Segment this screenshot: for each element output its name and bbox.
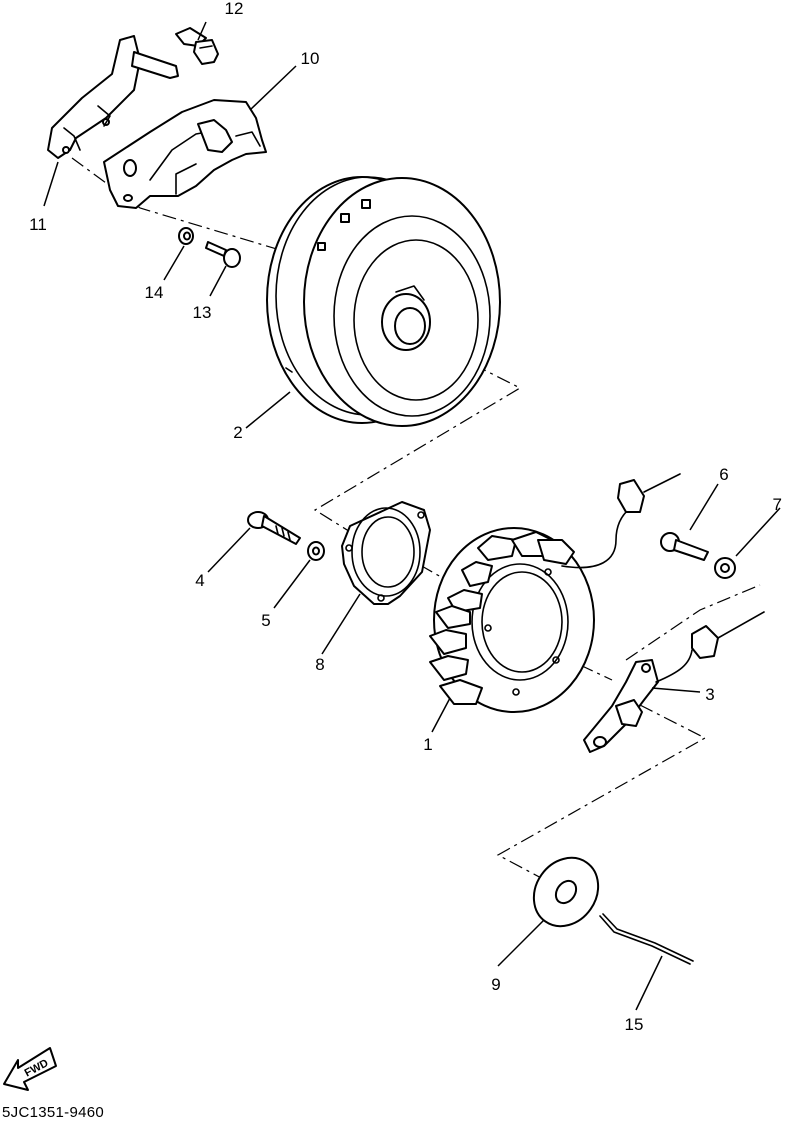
callout-5: 5 [261,611,270,630]
callout-11: 11 [29,215,47,234]
part-9-washer [532,856,600,928]
part-12-clamp [175,27,219,65]
part-11-bracket [47,35,179,159]
callout-2: 2 [233,423,242,442]
part-14-washer [178,227,194,245]
callout-14: 14 [145,283,164,302]
part-4-bolt [247,511,301,545]
callout-10: 10 [301,49,320,68]
part-5-washer [307,541,325,561]
leader-lines [43,21,781,1011]
drawing-code: 5JC1351-9460 [2,1104,105,1121]
callout-6: 6 [719,465,728,484]
part-2-rotor [266,176,501,427]
callout-3: 3 [705,685,714,704]
part-7-washer [714,557,736,579]
callout-7: 7 [773,495,782,514]
forward-arrow-icon: FWD [3,1047,57,1091]
part-6-bolt [660,532,709,561]
callout-15: 15 [625,1015,644,1034]
part-3-pickup-coil [583,611,765,753]
callout-13: 13 [193,303,212,322]
callout-12: 12 [225,0,244,18]
part-8-gasket [341,501,431,605]
callout-9: 9 [491,975,500,994]
part-13-screw [205,241,241,268]
callout-8: 8 [315,655,324,674]
part-15-clip [599,913,694,965]
callout-1: 1 [423,735,432,754]
callout-labels: 12 10 11 14 13 2 4 5 8 1 3 6 7 9 15 [29,0,782,1034]
assembly-lines [71,157,761,881]
part-10-cover [103,99,267,209]
part-1-stator [429,473,681,713]
callout-4: 4 [195,571,204,590]
